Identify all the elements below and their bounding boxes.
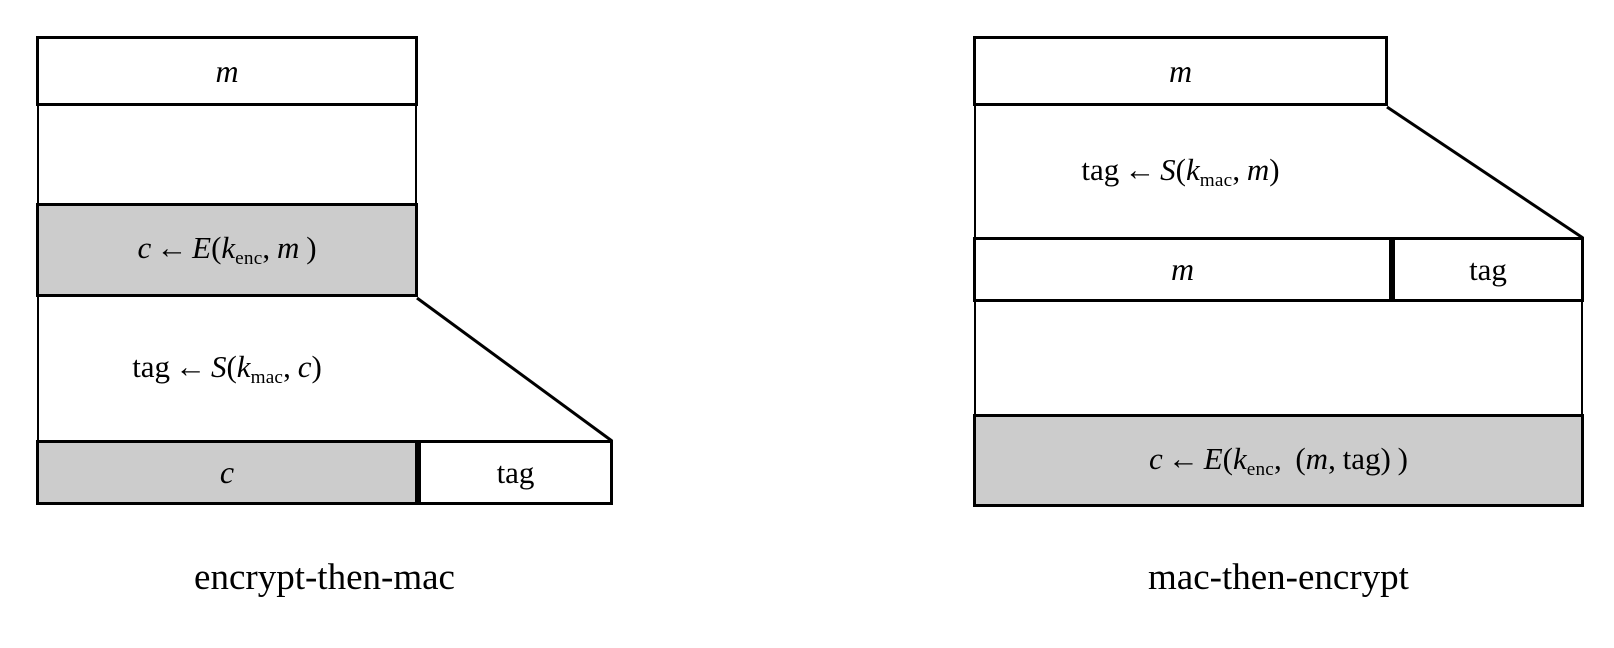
etm-mac-key-subscript: mac — [250, 366, 284, 388]
etm-encrypt-func: E — [192, 230, 212, 265]
etm-encrypt-formula: c←E(kenc,m) — [137, 232, 316, 268]
etm-encrypt-open-paren: ( — [211, 230, 222, 265]
etm-rail-left-upper — [37, 106, 39, 203]
mte-mac-comma: , — [1232, 151, 1241, 187]
mte-encrypt-comma: , — [1273, 440, 1282, 476]
etm-encrypt-output: c — [137, 230, 152, 265]
mte-caption: mac-then-encrypt — [1148, 557, 1409, 598]
etm-output-tag-label: tag — [496, 454, 535, 490]
etm-encrypt-comma: , — [262, 230, 271, 265]
mte-encrypt-open-paren: ( — [1222, 440, 1233, 476]
mte-encrypt-box: c←E(kenc,(m,tag)) — [973, 414, 1584, 507]
mte-encrypt-inner-close-paren: ) — [1380, 440, 1391, 476]
etm-rail-left-lower — [37, 297, 39, 440]
mte-middle-message-label: m — [1170, 251, 1195, 287]
mte-mac-arrow: ← — [1124, 151, 1156, 187]
mte-encrypt-output: c — [1149, 440, 1163, 476]
mte-rail-left-lower — [974, 302, 976, 414]
etm-message-label: m — [215, 52, 239, 89]
mte-mac-region: tag←S(kmac,m) — [973, 106, 1388, 237]
mte-mac-open-paren: ( — [1175, 151, 1186, 187]
mte-middle-tag-label: tag — [1469, 251, 1507, 287]
mte-middle-tag-box: tag — [1392, 237, 1584, 302]
etm-mac-close-paren: ) — [311, 348, 322, 384]
mte-encrypt-arrow: ← — [1167, 440, 1199, 476]
etm-encrypt-box: c←E(kenc,m) — [36, 203, 418, 297]
etm-message-box: m — [36, 36, 418, 106]
mte-message-box: m — [973, 36, 1388, 106]
etm-mac-output: tag — [132, 348, 171, 384]
mte-encrypt-inner-open-paren: ( — [1295, 440, 1306, 476]
etm-encrypt-key-subscript: enc — [235, 247, 263, 269]
etm-mac-func: S — [210, 348, 227, 384]
mte-encrypt-arg1: m — [1305, 440, 1329, 476]
etm-encrypt-close-paren: ) — [306, 230, 317, 265]
etm-mac-formula: tag←S(kmac,c) — [132, 351, 322, 387]
etm-encrypt-arrow: ← — [156, 230, 188, 265]
mte-encrypt-func: E — [1203, 440, 1223, 476]
etm-encrypt-key: k — [221, 230, 236, 265]
mte-mac-output: tag — [1081, 151, 1120, 187]
mte-encrypt-key-subscript: enc — [1246, 458, 1274, 480]
etm-caption: encrypt-then-mac — [194, 557, 455, 598]
mte-rail-left-upper — [974, 106, 976, 237]
etm-rail-right-upper — [415, 106, 417, 203]
mte-mac-key-subscript: mac — [1199, 169, 1233, 191]
mte-middle-message-box: m — [973, 237, 1392, 302]
etm-mac-arg: c — [297, 348, 312, 384]
mte-rail-right-lower — [1581, 302, 1583, 414]
etm-mac-comma: , — [283, 348, 291, 384]
etm-mac-open-paren: ( — [226, 348, 237, 384]
mte-mac-formula: tag←S(kmac,m) — [1081, 154, 1279, 190]
etm-mac-arrow: ← — [175, 348, 207, 384]
mte-message-label: m — [1168, 52, 1193, 89]
etm-encrypt-arg: m — [276, 230, 300, 265]
etm-mac-region: tag←S(kmac,c) — [36, 297, 418, 440]
etm-output-ciphertext-box: c — [36, 440, 418, 505]
etm-output-tag-box: tag — [418, 440, 613, 505]
mte-encrypt-key: k — [1232, 440, 1247, 476]
mte-mac-close-paren: ) — [1269, 151, 1280, 187]
mte-mac-key: k — [1185, 151, 1200, 187]
mte-encrypt-close-paren: ) — [1397, 440, 1408, 476]
mte-mac-arg: m — [1246, 151, 1270, 187]
etm-mac-key: k — [236, 348, 251, 384]
etm-output-ciphertext-label: c — [219, 454, 235, 490]
mte-encrypt-inner-comma: , — [1328, 440, 1336, 476]
mte-encrypt-formula: c←E(kenc,(m,tag)) — [1149, 443, 1408, 479]
mte-encrypt-arg2: tag — [1342, 440, 1381, 476]
mte-mac-func: S — [1160, 151, 1176, 187]
